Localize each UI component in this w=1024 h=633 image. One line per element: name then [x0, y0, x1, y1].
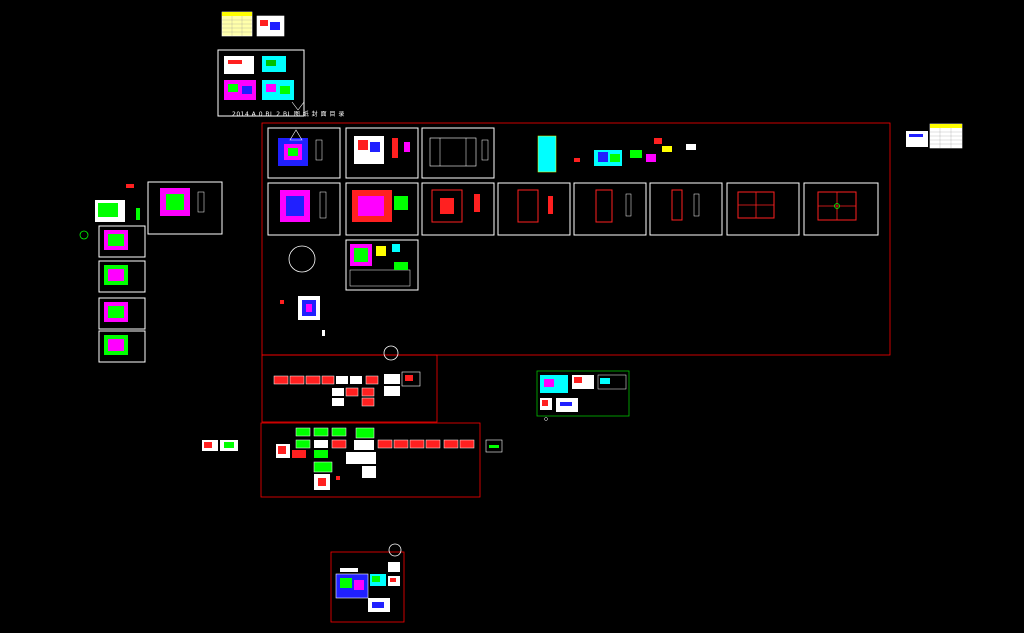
left-sheet-column[interactable] — [79, 181, 223, 363]
sub-region-border-2 — [260, 422, 481, 498]
main-region-border — [261, 122, 891, 356]
title-table-group[interactable] — [221, 11, 285, 37]
green-region-sheets[interactable] — [540, 374, 627, 421]
parts-row-1[interactable] — [273, 371, 421, 407]
circle-marker-3 — [388, 543, 402, 557]
green-region-border — [536, 370, 630, 417]
sheet-row-2[interactable] — [267, 182, 879, 236]
sheet-row-1[interactable] — [267, 127, 696, 179]
circle-marker — [288, 245, 316, 273]
right-table-group[interactable] — [906, 123, 963, 149]
parts-row-2[interactable] — [202, 427, 503, 490]
cover-sheet-frame[interactable] — [217, 49, 305, 117]
sub-region-border-1 — [261, 354, 438, 423]
circle-marker-2 — [383, 345, 399, 361]
sheet-row-3[interactable] — [280, 239, 419, 336]
bottom-region-sheets[interactable] — [335, 562, 400, 612]
cover-caption: 2014 A 0 BL 2 BL 图 纸 封 面 目 录 — [232, 111, 345, 118]
green-circle-marker — [79, 230, 89, 240]
bottom-region-border — [330, 551, 405, 623]
